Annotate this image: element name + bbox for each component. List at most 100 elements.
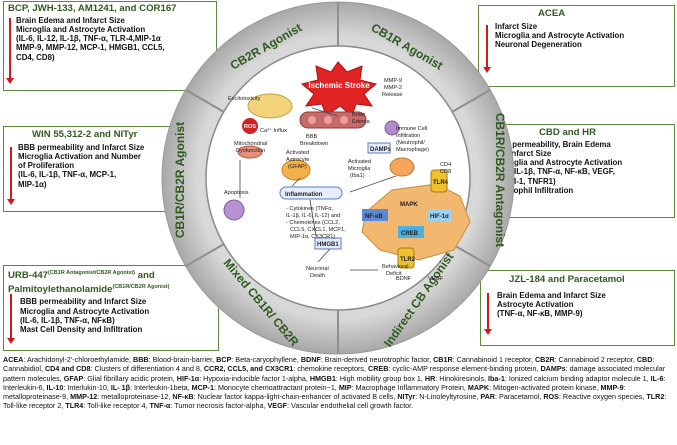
jzl-title: JZL-184 and Paracetamol [509,274,625,285]
decrease-arrow [484,293,492,335]
legend-term: IL-10 [46,382,64,392]
legend-definition: : Cannabinoid 2 receptor, [554,355,637,364]
legend-term: GFAP [63,373,84,383]
legend-term: ROS [543,392,559,402]
legend-term: CB2R [534,355,555,364]
legend-term: CBD [636,355,653,364]
legend-definition: : Brain-derived neurotrophic factor, [320,355,434,364]
legend-definition: : N-Linoleyltyrosine, [415,392,481,402]
legend-definition: : Nuclear factor kappa-light-chain-enhan… [193,392,398,402]
legend-term: NF-κB [172,392,194,402]
legend-definition: : Clusters of differentiation 4 and 8, [90,364,204,374]
legend-definition: : metalloproteinase-12, [97,392,173,402]
legend-term: ACEA [3,355,24,364]
hmgb1-box [314,237,342,250]
legend-definition: : Beta-caryophyllene, [231,355,301,364]
svg-text:(Iba1): (Iba1) [350,173,365,179]
svg-text:TLR2: TLR2 [400,257,416,263]
svg-text:HIF-1α: HIF-1α [430,214,449,220]
damps-box [367,142,391,154]
tlr4-receptor [430,169,448,193]
svg-text:Infiltration: Infiltration [396,133,420,139]
legend-definition: : Toll-like receptor 4, [83,401,150,411]
legend-term: DAMPs [540,364,566,374]
svg-text:Release: Release [382,92,403,98]
svg-text:CD4: CD4 [440,162,451,168]
legend-definition: : Reactive oxygen species, [558,392,647,402]
acea-title: ACEA [538,8,566,19]
inflammation-box [279,186,343,200]
legend-definition: : Blood-brain-barrier, [148,355,217,364]
creb-box [398,226,424,238]
win-title: WIN 55,312-2 and NITyr [32,129,138,140]
svg-text:Apoptosis: Apoptosis [224,190,249,196]
decrease-arrow [483,25,491,73]
center-title: Ischemic Stroke [308,81,370,90]
apoptosis-cell [223,199,245,221]
legend-definition: : chemokine receptors, [293,364,369,374]
legend-definition: : Hypoxia-inducible factor 1-alpha, [199,373,310,383]
legend-term: NITyr [397,392,416,402]
legend-term: MMP-12 [70,392,98,402]
svg-text:MMP-2: MMP-2 [384,85,402,91]
svg-text:Macrophage): Macrophage) [396,147,429,153]
svg-text:MMP-9: MMP-9 [384,78,402,84]
hif-box [428,209,452,221]
legend-term: MCP-1 [191,382,214,392]
svg-text:Dysfunction: Dysfunction [236,148,265,154]
legend-definition: : Mitogen-activated protein kinase, [489,382,601,392]
legend-term: Iba-1 [488,373,505,383]
urb-box: URB-447(CB1R Antagonist/CB2R Agonist) an… [3,265,219,351]
legend-term: HR [424,373,436,383]
svg-text:IL-1β, IL-6, IL-12) and: IL-1β, IL-6, IL-12) and [286,213,340,219]
tlr2-receptor [397,247,415,269]
svg-text:Activated: Activated [286,150,309,156]
urb-title-2: Palmitoylethanolamide(CB1R/CB2R Agonist) [8,283,170,295]
svg-text:Edema: Edema [352,119,371,125]
svg-text:Mitochondrial: Mitochondrial [234,141,267,147]
svg-text:Behavioral: Behavioral [382,264,408,270]
svg-text:Microglia: Microglia [348,166,371,172]
svg-text:DAMPs: DAMPs [370,147,392,153]
decrease-arrow [7,147,15,205]
legend-definition: : Interlukin-10, [63,382,111,392]
svg-text:MIP-1α, CX3CR1): MIP-1α, CX3CR1) [290,234,335,240]
svg-text:TLR4: TLR4 [433,180,449,186]
svg-text:Death: Death [310,273,325,279]
neuron-cluster [247,93,293,119]
ros-burst [242,118,258,134]
bbb-vessel [299,111,367,129]
legend-term: BBB [133,355,149,364]
svg-text:CREB: CREB [401,231,419,237]
urb-title: URB-447(CB1R Antagonist/CB2R Agonist) an… [8,270,155,282]
legend-term: CB1R [433,355,453,364]
svg-text:ROS: ROS [244,124,256,130]
legend-term: MAPK [467,382,490,392]
legend-term: HMGB1 [309,373,336,383]
svg-text:Astrocyte: Astrocyte [286,157,309,163]
svg-text:VEGF: VEGF [428,276,444,282]
svg-text:MAPK: MAPK [400,202,418,208]
legend-definition: : Hinokiresinols, [435,373,489,383]
legend-term: TLR2 [646,392,665,402]
svg-text:(Neutrophil/: (Neutrophil/ [396,140,425,146]
legend-definition: : Cannabidiol, [3,355,655,374]
legend-definition: : Tumor necrosis factor-alpha, [170,401,268,411]
jzl-box: JZL-184 and Paracetamol Brain Edema and … [480,270,675,346]
legend-definition: : metalloproteinase-9, [3,382,626,402]
svg-text:BDNF: BDNF [396,276,412,282]
svg-text:Breakdown: Breakdown [300,141,328,147]
bcp-box: BCP, JWH-133, AM1241, and COR167 Brain E… [3,1,217,91]
bcp-title: BCP, JWH-133, AM1241, and COR167 [8,3,177,14]
svg-text:NF-κB: NF-κB [365,214,383,220]
svg-text:Brain: Brain [352,112,365,118]
svg-text:Inflammation: Inflammation [285,192,323,198]
legend-term: IL-6 [650,373,664,383]
astrocyte [281,159,311,181]
microglia [389,157,415,177]
